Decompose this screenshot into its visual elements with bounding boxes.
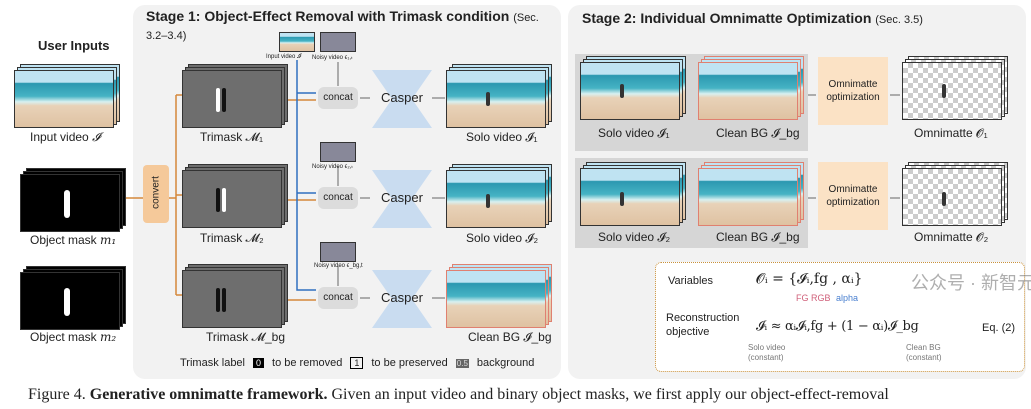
noisy-video-label: Noisy video ϵ₁,ₜ (312, 55, 353, 61)
solo-video-1-input (580, 56, 686, 120)
optimization-detail-box: Variables 𝓞ᵢ = {𝓘ᵢ,fg , αᵢ} FG RGB alpha… (655, 262, 1031, 372)
watermark: 公众号 · 新智元 (911, 273, 1031, 293)
equation-number: Eq. (2) (982, 322, 1016, 334)
solo-video-2-label: Solo video 𝓘₂ (466, 231, 539, 245)
trimask-2 (182, 164, 288, 228)
clean-bg-label: Clean BG 𝓘_bg (716, 230, 800, 244)
clean-bg-input (698, 162, 804, 226)
solo-video-note: Solo video (constant) (748, 343, 786, 362)
figure-caption: Figure 4. Generative omnimatte framework… (28, 386, 889, 403)
fg-rgb-annotation: FG RGB (796, 293, 831, 303)
noisy-video-thumb (320, 242, 356, 262)
input-video-small-thumb (279, 32, 315, 52)
user-inputs-title: User Inputs (38, 38, 110, 53)
concat-box: concat (318, 287, 358, 309)
solo-video-label: Solo video 𝓘₂ (598, 230, 671, 244)
noisy-video-thumb (320, 32, 356, 52)
object-mask-2 (20, 266, 126, 330)
object-mask-1-label: Object mask m₁ (30, 233, 117, 247)
concat-box: concat (318, 87, 358, 109)
omnimatte-1 (902, 56, 1008, 120)
stage2-title: Stage 2: Individual Omnimatte Optimizati… (582, 10, 923, 26)
trimask-1 (182, 64, 288, 128)
omnimatte-optimization-box: Omnimatte optimization (818, 162, 888, 230)
clean-bg-label: Clean BG 𝓘_bg (468, 330, 552, 344)
solo-video-1 (446, 64, 552, 128)
convert-box: convert (143, 165, 169, 223)
casper-model: Casper (372, 170, 432, 228)
noisy-video-label: Noisy video ϵ₂,ₜ (312, 164, 354, 170)
solo-video-1-label: Solo video 𝓘₁ (466, 130, 538, 144)
variables-equation: 𝓞ᵢ = {𝓘ᵢ,fg , αᵢ} (756, 271, 863, 287)
clean-bg-label: Clean BG 𝓘_bg (716, 126, 800, 140)
input-video-thumb (14, 64, 120, 128)
input-video-label: Input video 𝓘 (30, 130, 101, 144)
omnimatte-2 (902, 162, 1008, 226)
casper-model: Casper (372, 270, 432, 328)
concat-box: concat (318, 187, 358, 209)
reconstruction-equation: 𝓘ᵢ ≈ αᵢ𝓘ᵢ,fg + (1 − αᵢ)𝓘_bg (756, 319, 919, 334)
clean-bg-note: Clean BG (constant) (906, 343, 942, 362)
variables-label: Variables (668, 275, 714, 287)
omnimatte-label: Omnimatte 𝓞₁ (914, 126, 988, 140)
trimask-bg (182, 264, 288, 328)
omnimatte-label: Omnimatte 𝓞₂ (914, 230, 989, 244)
trimask-1-label: Trimask 𝓜₁ (200, 130, 264, 144)
solo-video-2 (446, 164, 552, 228)
trimask-2-label: Trimask 𝓜₂ (200, 231, 264, 245)
noisy-video-label: Noisy video ϵ_bg,t (314, 263, 363, 269)
clean-bg (446, 264, 552, 328)
solo-video-2-input (580, 162, 686, 226)
trimask-bg-label: Trimask 𝓜_bg (206, 330, 286, 344)
stage1-title: Stage 1: Object-Effect Removal with Trim… (146, 8, 539, 42)
object-mask-2-label: Object mask m₂ (30, 330, 117, 344)
input-video-small-label: Input video 𝓘 (266, 54, 302, 60)
noisy-video-thumb (320, 142, 356, 162)
object-mask-1 (20, 168, 126, 232)
alpha-annotation: alpha (836, 293, 859, 303)
solo-video-label: Solo video 𝓘₁ (598, 126, 670, 140)
clean-bg-input (698, 56, 804, 120)
omnimatte-optimization-box: Omnimatte optimization (818, 57, 888, 125)
casper-model: Casper (372, 70, 432, 128)
